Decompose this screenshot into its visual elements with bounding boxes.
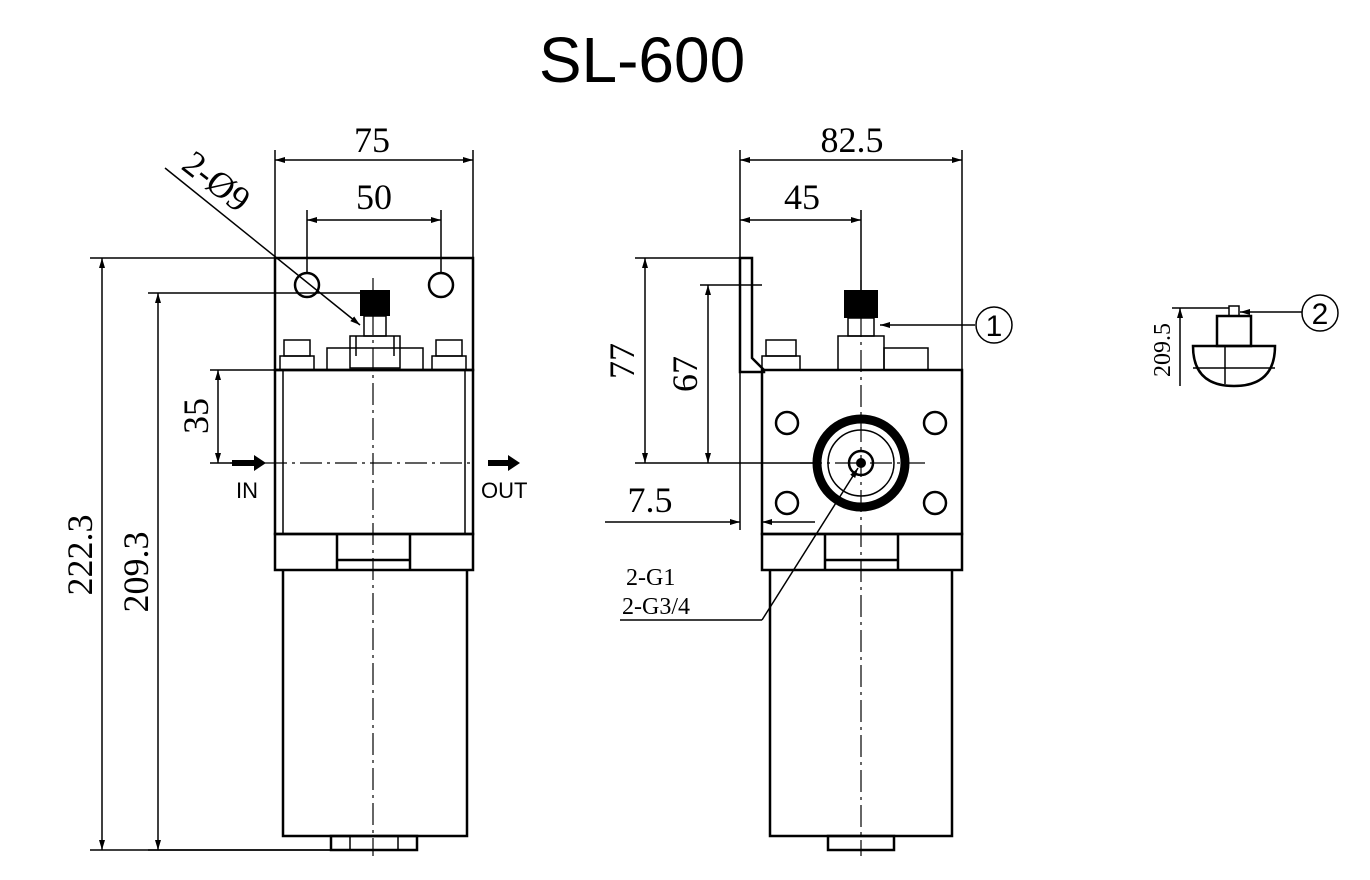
port-thread-1: 2-G1: [626, 565, 675, 591]
side-head-screw-tr: [922, 410, 948, 436]
side-head-screw-bl: [774, 490, 800, 516]
front-bolt-right: [435, 339, 463, 357]
front-head-block: [326, 347, 424, 371]
dim-side-height-inner: 67: [665, 356, 705, 392]
side-head-flange: [760, 532, 964, 572]
label-out: OUT: [481, 478, 527, 503]
front-drain-plug: [329, 834, 419, 852]
label-in: IN: [236, 478, 258, 503]
dim-front-port-height: 35: [176, 398, 216, 434]
front-bolt-left: [283, 339, 311, 357]
drawing-title: SL-600: [539, 24, 745, 96]
in-arrow-icon: [232, 455, 266, 471]
dim-front-width-overall: 75: [354, 120, 390, 160]
front-view: IN OUT 75 50 2-Ø9 222.3 209.3 35: [60, 120, 527, 856]
dim-side-width-overall: 82.5: [821, 120, 884, 160]
detail-pin: [1228, 305, 1240, 317]
side-l-bracket: [738, 256, 766, 374]
callout-2-circle: [1301, 294, 1339, 332]
front-bolt-left-base: [279, 355, 315, 371]
front-head-body: [273, 368, 475, 536]
detail-stem: [1215, 314, 1253, 348]
dim-side-height-bracket: 77: [602, 343, 642, 379]
side-head-screw-br: [922, 490, 948, 516]
front-mount-hole-left: [293, 271, 321, 299]
dim-side-edge: 7.5: [628, 480, 673, 520]
callout-1-circle: [975, 306, 1013, 344]
side-head-block: [883, 347, 929, 371]
detail-view: 209.5 2 ②: [1150, 294, 1339, 388]
dim-side-offset: 45: [784, 177, 820, 217]
detail-dome: [1191, 344, 1277, 388]
dim-front-height-overall: 222.3: [60, 515, 100, 596]
side-bolt: [765, 339, 797, 357]
callout-2-label: 2: [1312, 298, 1329, 331]
front-head-flange: [273, 532, 475, 572]
front-indicator-stem: [363, 315, 387, 337]
front-filter-bowl: [281, 570, 469, 838]
side-view: 82.5 45 77 67 7.5 2-G1 2-G3/4 1 ①: [602, 120, 1013, 856]
front-indicator-cap: [360, 290, 390, 316]
port-thread-2: 2-G3/4: [622, 594, 690, 620]
side-bolt-base: [761, 355, 801, 371]
front-bolt-right-base: [431, 355, 467, 371]
dim-detail-height: 209.5: [1150, 323, 1176, 377]
dim-front-hole-diameter: 2-Ø9: [175, 143, 258, 220]
out-arrow-icon: [488, 455, 520, 471]
callout-1-label: 1: [986, 310, 1003, 343]
dim-front-height-body: 209.3: [116, 532, 156, 613]
front-mount-hole-right: [427, 271, 455, 299]
front-indicator-fitting: [349, 335, 401, 369]
dim-front-hole-spacing: 50: [356, 177, 392, 217]
side-head-screw-tl: [774, 410, 800, 436]
